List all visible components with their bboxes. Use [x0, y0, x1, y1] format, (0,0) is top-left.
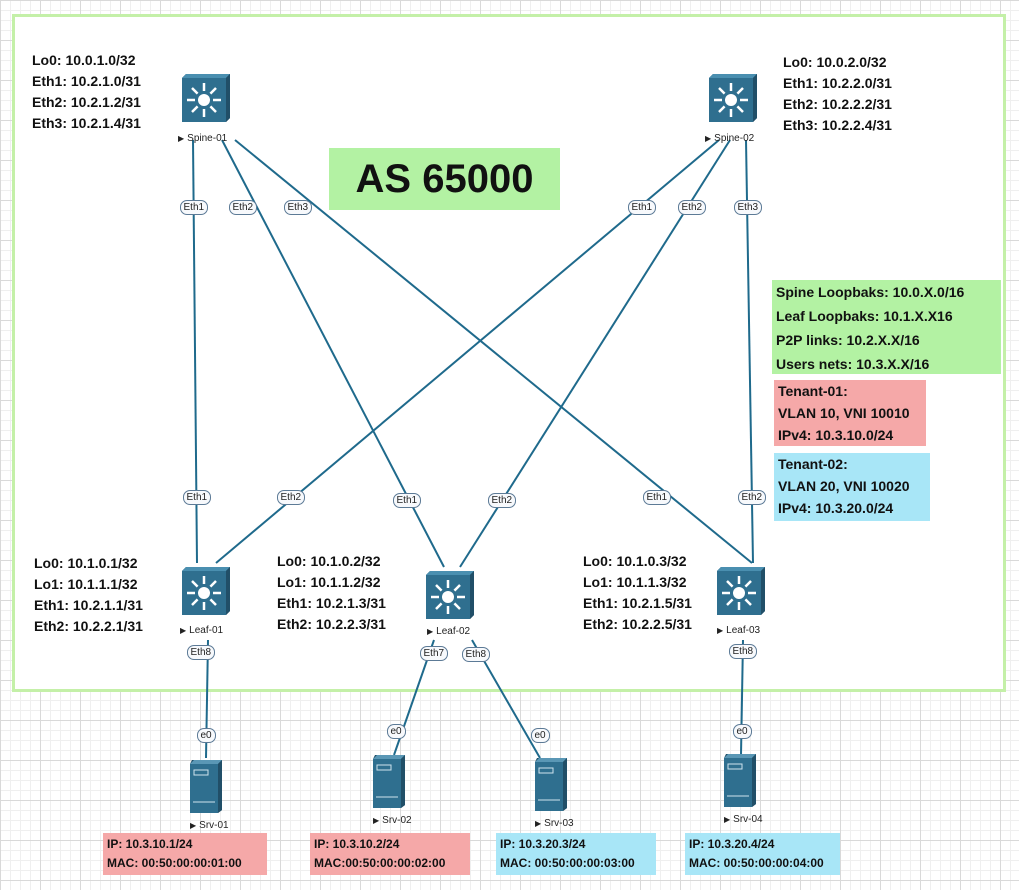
device-name-text: Spine-01	[187, 133, 228, 144]
multilayer-switch-icon	[182, 567, 230, 615]
tenant-02-note: Tenant-02: VLAN 20, VNI 10020 IPv4: 10.3…	[774, 453, 930, 521]
device-name-text: Leaf-03	[726, 625, 761, 636]
play-arrow-icon: ▶	[705, 134, 712, 143]
device-name-leaf01: ▶Leaf-01	[180, 625, 223, 636]
device-name-srv01: ▶Srv-01	[190, 820, 229, 831]
device-leaf03[interactable]	[715, 565, 767, 622]
device-srv03[interactable]	[533, 756, 569, 817]
device-name-text: Srv-03	[544, 818, 574, 829]
device-leaf02[interactable]	[424, 569, 476, 626]
play-arrow-icon: ▶	[717, 626, 724, 635]
device-name-leaf03: ▶Leaf-03	[717, 625, 760, 636]
tenant-01-subnet: IPv4: 10.3.10.0/24	[778, 427, 894, 443]
device-name-text: Srv-01	[199, 820, 229, 831]
multilayer-switch-icon	[182, 74, 230, 122]
play-arrow-icon: ▶	[180, 626, 187, 635]
port-tag-spine01-eth3: Eth3	[283, 199, 313, 215]
play-arrow-icon: ▶	[178, 134, 185, 143]
port-tag-leaf02-eth1: Eth1	[392, 492, 422, 508]
play-arrow-icon: ▶	[724, 815, 731, 824]
server-icon	[190, 760, 222, 813]
tenant-01-title: Tenant-01:	[778, 383, 848, 399]
port-tag-srv03-e0: e0	[530, 727, 550, 743]
summary-line: Leaf Loopbaks: 10.1.X.X16	[776, 308, 953, 324]
device-spine01[interactable]	[180, 72, 232, 129]
device-name-leaf02: ▶Leaf-02	[427, 626, 470, 637]
address-summary: Spine Loopbaks: 10.0.X.0/16 Leaf Loopbak…	[772, 280, 1001, 374]
device-name-text: Leaf-01	[189, 625, 224, 636]
tenant-01-vlan: VLAN 10, VNI 10010	[778, 405, 910, 421]
device-name-spine02: ▶Spine-02	[705, 133, 754, 144]
device-srv02[interactable]	[371, 753, 407, 814]
tenant-01-note: Tenant-01: VLAN 10, VNI 10010 IPv4: 10.3…	[774, 380, 926, 446]
play-arrow-icon: ▶	[373, 816, 380, 825]
summary-line: Spine Loopbaks: 10.0.X.0/16	[776, 284, 965, 300]
server-icon	[535, 758, 567, 811]
device-spine02[interactable]	[707, 72, 759, 129]
port-tag-spine01-eth1: Eth1	[179, 199, 209, 215]
links-layer	[192, 139, 754, 759]
port-tag-srv01-e0: e0	[196, 727, 216, 743]
multilayer-switch-icon	[426, 571, 474, 619]
port-tag-srv04-e0: e0	[732, 723, 752, 739]
device-srv01[interactable]	[188, 758, 224, 819]
tenant-02-title: Tenant-02:	[778, 456, 848, 472]
device-name-spine01: ▶Spine-01	[178, 133, 227, 144]
multilayer-switch-icon	[717, 567, 765, 615]
port-tag-leaf01-eth8: Eth8	[186, 644, 216, 660]
tenant-02-vlan: VLAN 20, VNI 10020	[778, 478, 910, 494]
port-tag-leaf03-eth8: Eth8	[728, 643, 758, 659]
port-tag-leaf02-eth8: Eth8	[461, 646, 491, 662]
port-tag-leaf01-eth2: Eth2	[276, 489, 306, 505]
summary-line: Users nets: 10.3.X.X/16	[776, 356, 930, 372]
device-name-srv04: ▶Srv-04	[724, 814, 763, 825]
tenant-02-subnet: IPv4: 10.3.20.0/24	[778, 500, 894, 516]
port-tag-srv02-e0: e0	[386, 723, 406, 739]
port-tag-spine02-eth1: Eth1	[627, 199, 657, 215]
multilayer-switch-icon	[709, 74, 757, 122]
play-arrow-icon: ▶	[535, 819, 542, 828]
device-name-text: Leaf-02	[436, 626, 471, 637]
as-title: AS 65000	[329, 148, 560, 210]
port-tag-spine02-eth2: Eth2	[677, 199, 707, 215]
port-tag-spine02-eth3: Eth3	[733, 199, 763, 215]
server-icon	[373, 755, 405, 808]
port-tag-leaf01-eth1: Eth1	[182, 489, 212, 505]
port-tag-leaf03-eth1: Eth1	[642, 489, 672, 505]
summary-line: P2P links: 10.2.X.X/16	[776, 332, 920, 348]
play-arrow-icon: ▶	[427, 627, 434, 636]
device-leaf01[interactable]	[180, 565, 232, 622]
device-name-srv02: ▶Srv-02	[373, 815, 412, 826]
play-arrow-icon: ▶	[190, 821, 197, 830]
device-name-text: Spine-02	[714, 133, 755, 144]
port-tag-leaf02-eth7: Eth7	[419, 645, 449, 661]
port-tag-spine01-eth2: Eth2	[228, 199, 258, 215]
server-icon	[724, 754, 756, 807]
device-name-srv03: ▶Srv-03	[535, 818, 574, 829]
port-tag-leaf03-eth2: Eth2	[737, 489, 767, 505]
port-tag-leaf02-eth2: Eth2	[487, 492, 517, 508]
device-name-text: Srv-04	[733, 814, 763, 825]
device-name-text: Srv-02	[382, 815, 412, 826]
device-srv04[interactable]	[722, 752, 758, 813]
